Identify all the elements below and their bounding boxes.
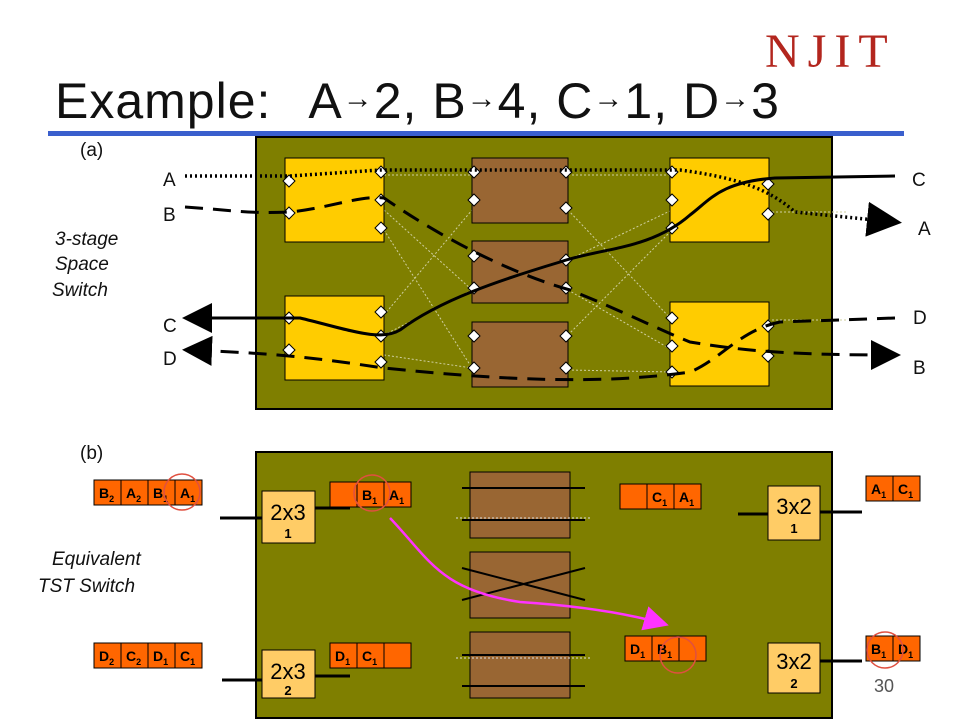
stage3-switch-top	[669, 157, 770, 243]
title-d-to: 3	[751, 73, 780, 129]
part-b-caption-2: TST Switch	[38, 576, 136, 597]
tst-output-switch-bottom	[767, 642, 821, 694]
tst-middle-switch-1	[469, 471, 571, 539]
part-b-caption-1: Equivalent	[52, 549, 141, 570]
stage3-frame-bottom-slot	[651, 635, 680, 662]
input-frame-top-slot	[93, 479, 122, 506]
input-frame-bottom-slot	[93, 642, 122, 669]
stage1-frame-bottom-slot	[329, 642, 358, 669]
path-b	[184, 196, 901, 370]
slide-number: 30	[874, 676, 895, 696]
tst-output-switch-top-number: 1	[790, 521, 797, 536]
tst-input-switch-bottom-number: 2	[284, 683, 291, 698]
page-title: Example: A→2, B→4, C→1, D→3	[55, 72, 780, 130]
tst-input-switch-top	[261, 490, 316, 544]
stage2-switch-1	[471, 157, 569, 224]
input-frame-bottom-slot	[147, 642, 176, 669]
path-c	[182, 174, 896, 337]
part-b-tag: (b)	[80, 443, 104, 464]
output-label-c: C	[912, 170, 926, 191]
title-a-to: 2,	[373, 73, 418, 129]
output-frame-bottom-slot	[892, 635, 921, 662]
tst-middle-switch-3	[469, 631, 571, 699]
output-label-b: B	[913, 358, 926, 379]
input-label-a: A	[163, 170, 176, 191]
stage1-frame-top-slot	[329, 481, 358, 508]
stage2-switch-2	[471, 240, 569, 304]
stage1-switch-top	[284, 157, 385, 243]
highlight-circle-input	[163, 473, 201, 511]
input-label-d: D	[163, 349, 177, 370]
output-label-a: A	[918, 219, 931, 240]
title-d-arrow: →	[720, 82, 752, 115]
output-frame-bottom-slot	[865, 635, 894, 662]
title-a-arrow: →	[342, 82, 374, 115]
tst-input-switch-bottom	[261, 649, 316, 699]
title-b-arrow: →	[466, 82, 498, 115]
tst-output-switch-bottom-label: 3x2	[776, 649, 811, 674]
title-d-from: D	[683, 73, 721, 129]
njit-logo: NJIT	[765, 25, 896, 78]
input-frame-top-slot	[120, 479, 149, 506]
stage3-frame-top-slot	[619, 483, 648, 510]
tst-input-switch-bottom-label: 2x3	[270, 659, 305, 684]
output-label-d: D	[913, 308, 927, 329]
part-a-caption-2: Space	[55, 254, 109, 275]
title-b-to: 4,	[497, 73, 542, 129]
stage1-frame-top-slot	[356, 481, 385, 508]
tst-input-switch-top-number: 1	[284, 526, 291, 541]
title-c-arrow: →	[593, 82, 625, 115]
highlight-circle-stage3	[659, 636, 697, 674]
input-frame-bottom-slot	[174, 642, 203, 669]
stage3-frame-bottom-slot	[678, 635, 707, 662]
output-frame-top-slot	[892, 475, 921, 502]
tst-output-switch-top-label: 3x2	[776, 494, 811, 519]
input-frame-top-slot	[147, 479, 176, 506]
input-label-b: B	[163, 205, 176, 226]
title-c-to: 1,	[624, 73, 669, 129]
title-c-from: C	[556, 73, 594, 129]
tst-output-switch-top	[767, 485, 821, 541]
highlight-circle-output	[866, 631, 904, 669]
stage3-switch-bottom	[669, 301, 770, 387]
highlight-circle-stage1	[353, 474, 391, 512]
title-a-from: A	[308, 73, 343, 129]
stage1-frame-bottom-slot	[383, 642, 412, 669]
stage1-frame-bottom-slot	[356, 642, 385, 669]
title-b-from: B	[432, 73, 467, 129]
path-d	[182, 316, 896, 382]
input-label-c: C	[163, 316, 177, 337]
title-prefix: Example:	[55, 73, 272, 129]
tst-output-switch-bottom-number: 2	[790, 676, 797, 691]
slot-move-arrow	[389, 517, 669, 631]
tst-input-switch-top-label: 2x3	[270, 500, 305, 525]
part-a-tag: (a)	[80, 140, 104, 161]
part-a-caption-1: 3-stage	[55, 229, 119, 250]
title-rule	[48, 131, 904, 136]
part-a-caption-3: Switch	[52, 280, 108, 301]
stage3-frame-top-slot	[673, 483, 702, 510]
